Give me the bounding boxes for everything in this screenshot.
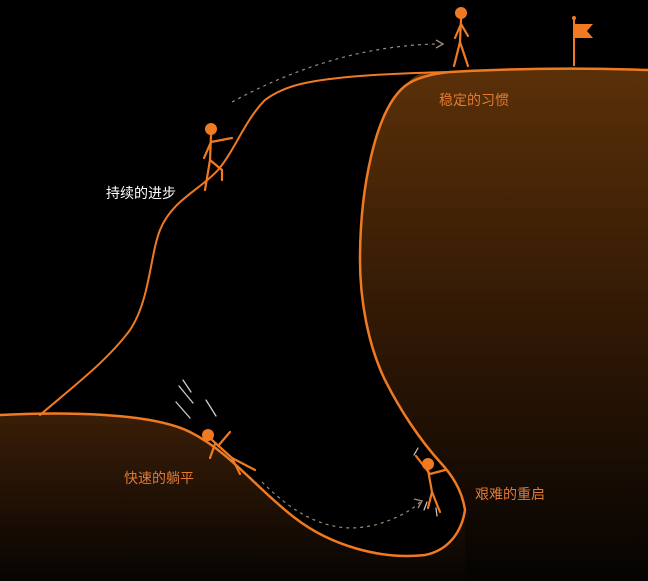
motion-lines (413, 447, 438, 517)
motion-lines (175, 379, 217, 419)
dashed-arrow-top-head (435, 39, 445, 49)
stick-figure-icon (414, 454, 447, 514)
flag-icon (572, 16, 593, 66)
path-curve (0, 67, 648, 558)
label-quick-lie-flat: 快速的躺平 (124, 471, 194, 487)
left-hill (0, 413, 465, 581)
label-hard-restart: 艰难的重启 (475, 487, 545, 503)
stick-figure-icon (202, 123, 234, 192)
dashed-arrow-top (231, 43, 439, 103)
right-plateau (360, 69, 648, 581)
dashed-arrow-bottom-head (413, 498, 424, 509)
progress-path (39, 71, 451, 416)
stick-figure-icon (202, 429, 257, 476)
dashed-arrow-bottom (261, 481, 421, 529)
label-continuous-progress: 持续的进步 (106, 186, 176, 202)
label-stable-habit: 稳定的习惯 (439, 93, 509, 109)
stick-figure-icon (452, 7, 470, 68)
